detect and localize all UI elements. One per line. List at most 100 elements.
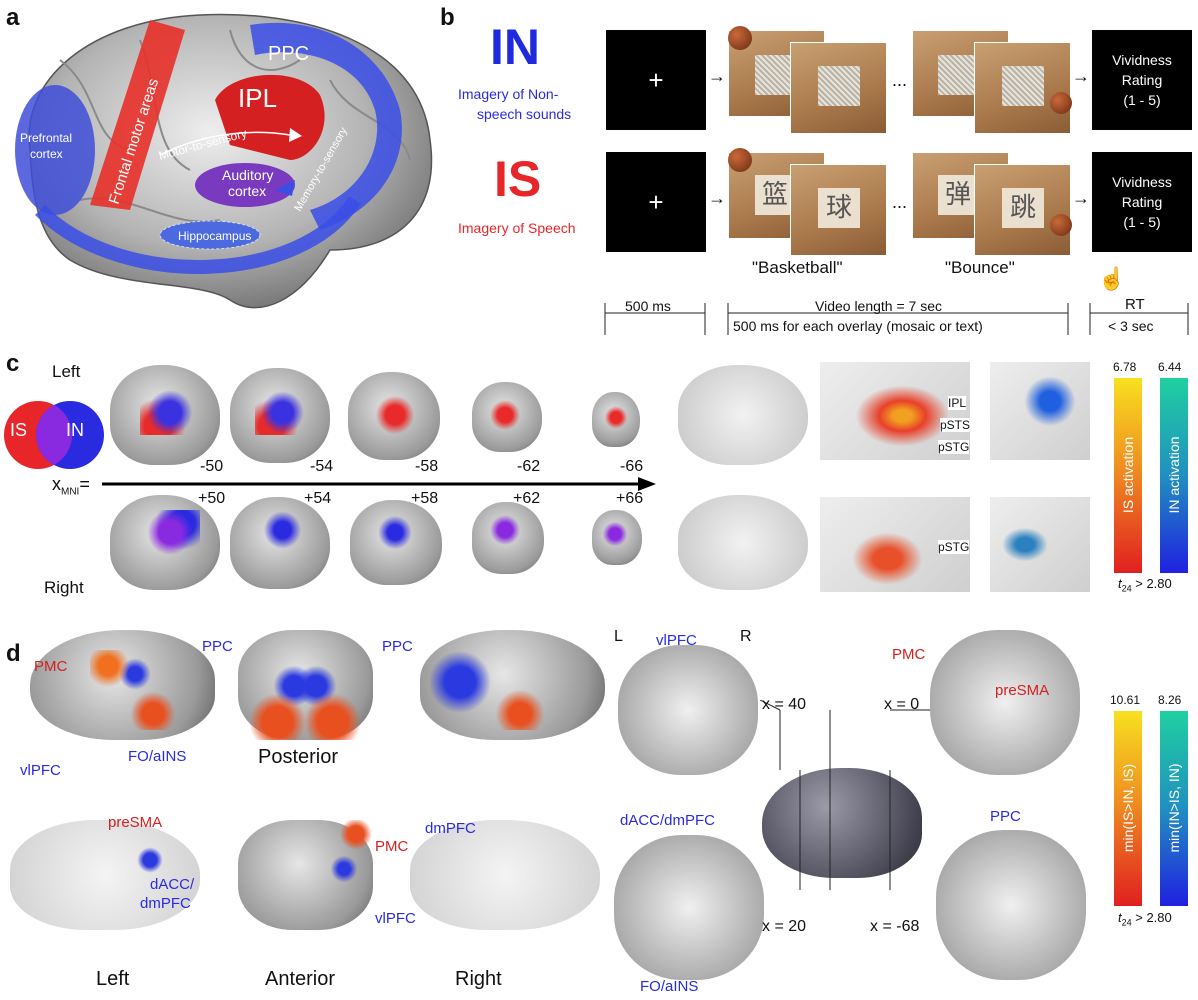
arrow-1: → xyxy=(708,66,726,86)
word-bounce: "Bounce" xyxy=(945,258,1015,277)
d-in-max: 8.26 xyxy=(1158,693,1182,707)
xmni-eq: = xyxy=(79,474,90,494)
pos-54: +54 xyxy=(304,490,332,507)
d-dacc-2: dmPFC xyxy=(140,895,191,912)
fixation-in: + xyxy=(606,30,706,130)
c-threshold: t24 > 2.80 xyxy=(1118,576,1172,594)
d-thr-rest: > 2.80 xyxy=(1131,910,1172,925)
c-zoom-in-top xyxy=(990,362,1090,460)
panel-b-label: b xyxy=(440,4,455,31)
c-zoom-in-bot xyxy=(990,497,1090,592)
act-right-1 xyxy=(140,510,200,555)
label-psts: pSTS xyxy=(940,418,971,432)
neg-58: -58 xyxy=(415,458,439,475)
d-x0: x = 0 xyxy=(884,696,920,713)
char-overlay-1: 篮 xyxy=(755,175,795,215)
d-dacc-1: dACC/ xyxy=(150,876,195,893)
arrow-2: → xyxy=(1072,66,1090,86)
d-presma-2: preSMA xyxy=(995,682,1050,699)
mosaic-2 xyxy=(818,66,860,106)
label-pstg-bot: pSTG xyxy=(938,540,970,554)
neg-54: -54 xyxy=(310,458,334,475)
rating-line-2: Rating xyxy=(1121,72,1163,88)
d-act-5 xyxy=(320,820,380,890)
d-vlpfc-3: vlPFC xyxy=(656,632,697,649)
d-medial-right xyxy=(410,820,600,930)
d-anterior-label: Anterior xyxy=(265,968,336,990)
c-left: Left xyxy=(52,362,81,381)
neg-50: -50 xyxy=(200,458,224,475)
act-left-3 xyxy=(370,395,420,435)
region-ppc: PPC xyxy=(268,43,309,65)
pos-62: +62 xyxy=(513,490,541,507)
c-thr-t: t xyxy=(1118,576,1122,591)
t-lt3sec: < 3 sec xyxy=(1108,318,1154,334)
mosaic-4 xyxy=(1002,66,1044,106)
d-x40: x = 40 xyxy=(762,696,807,713)
is-title: IS xyxy=(494,151,542,207)
d-in-label: min(IN>IS, IN) xyxy=(1166,763,1182,853)
panel-c-label: c xyxy=(6,350,20,377)
c-thr-rest: > 2.80 xyxy=(1131,576,1172,591)
c-in-label: IN activation xyxy=(1166,436,1182,514)
hand-click-icon: ☝ xyxy=(1098,266,1126,291)
act-right-4 xyxy=(485,515,525,545)
rating-line-3b: (1 - 5) xyxy=(1123,214,1161,230)
label-pstg-top: pSTG xyxy=(938,440,970,454)
mosaic-1 xyxy=(755,55,795,95)
d-thr-t: t xyxy=(1118,910,1122,925)
rating-line-1b: Vividness xyxy=(1112,174,1172,190)
in-subtitle-2: speech sounds xyxy=(477,106,572,122)
d-posterior-label: Posterior xyxy=(258,746,339,768)
c-in-max: 6.44 xyxy=(1158,360,1182,374)
xmni-sub: MNI xyxy=(61,486,80,498)
c-right: Right xyxy=(44,578,84,597)
d-axial-slice xyxy=(618,645,758,775)
d-presma-1: preSMA xyxy=(108,814,163,831)
d-threshold: t24 > 2.80 xyxy=(1118,910,1172,928)
c-zoom-brain-top xyxy=(678,365,808,465)
d-coronal-68 xyxy=(936,830,1086,980)
d-thr-sub: 24 xyxy=(1121,917,1132,928)
neg-62: -62 xyxy=(517,458,541,475)
xmni-label: xMNI= xyxy=(52,474,90,498)
d-R: R xyxy=(740,628,752,645)
region-prefrontal: Prefrontal xyxy=(20,131,72,145)
d-x68: x = -68 xyxy=(870,918,920,935)
region-ipl: IPL xyxy=(238,83,277,113)
rating-box-in: Vividness Rating (1 - 5) xyxy=(1092,30,1192,130)
pos-50: +50 xyxy=(198,490,226,507)
d-slice-guides xyxy=(760,700,930,890)
ball-4 xyxy=(1050,214,1072,236)
d-pmc-2: PMC xyxy=(375,838,409,855)
d-coronal-0 xyxy=(930,630,1080,775)
d-act-1 xyxy=(90,650,180,730)
d-pmc-3: PMC xyxy=(892,646,926,663)
act-left-2 xyxy=(255,390,310,435)
d-dmpfc-1: dmPFC xyxy=(425,820,476,837)
act-left-5 xyxy=(602,405,630,430)
venn-is: IS xyxy=(10,420,28,440)
mosaic-3 xyxy=(938,55,978,95)
region-prefrontal-2: cortex xyxy=(30,147,63,161)
d-ppc-2: PPC xyxy=(382,638,413,655)
d-foains-1: FO/aINS xyxy=(128,748,187,765)
panel-a-brain-figure: PPC IPL Prefrontal cortex Frontal motor … xyxy=(15,13,433,309)
d-coronal-20 xyxy=(614,835,764,980)
fixation-is: + xyxy=(606,152,706,252)
label-ipl: IPL xyxy=(948,396,967,410)
c-zoom-brain-bot xyxy=(678,495,808,590)
d-is-label: min(IS>IN, IS) xyxy=(1120,763,1136,853)
xmni-x: x xyxy=(52,474,61,494)
d-ppc-1: PPC xyxy=(202,638,233,655)
panel-d-label: d xyxy=(6,640,21,667)
pos-58: +58 xyxy=(411,490,439,507)
is-subtitle: Imagery of Speech xyxy=(458,220,576,236)
d-act-2 xyxy=(250,650,360,740)
d-glass-brain xyxy=(762,768,922,878)
d-right-label: Right xyxy=(455,968,502,990)
char-overlay-3: 弹 xyxy=(938,175,978,215)
d-daccdmpfc: dACC/dmPFC xyxy=(620,812,716,829)
act-right-3 xyxy=(370,515,420,550)
arrow-4: → xyxy=(1072,188,1090,208)
